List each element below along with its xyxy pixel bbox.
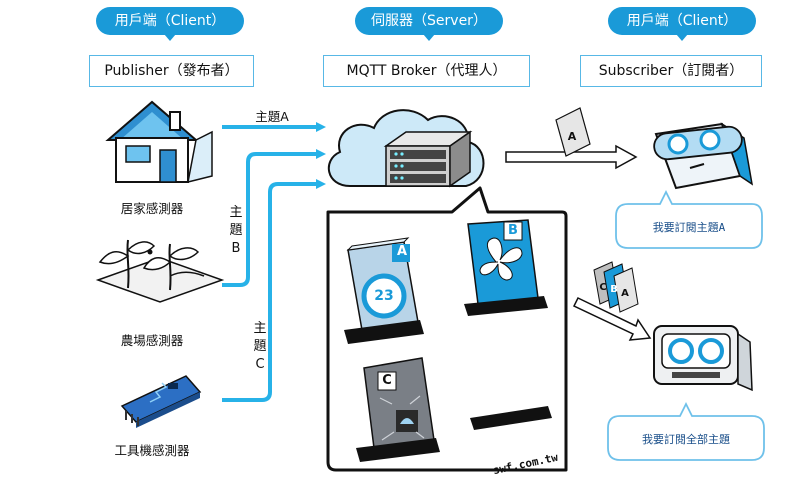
subscriber-label: Subscriber（訂閱者） [580, 55, 762, 87]
broker-label-text: MQTT Broker（代理人） [346, 63, 507, 79]
topic-b-label: 主 題 B [228, 204, 244, 258]
publisher-label: Publisher（發布者） [89, 55, 254, 87]
envelope-a-letter: A [567, 130, 577, 143]
topic-a-card [344, 237, 424, 344]
subscriber-role-text: 用戶端（Client） [626, 13, 738, 29]
publisher-role-pill: 用戶端（Client） [96, 7, 244, 41]
farm-sensor-label: 農場感測器 [120, 333, 184, 348]
message-a-icon [555, 107, 591, 157]
card-a-letter: A [396, 244, 408, 259]
topic-c-arrow [222, 179, 326, 402]
speech-bubble-2 [607, 401, 765, 461]
topic-c-char-1: 主 [253, 321, 267, 336]
empty-shelf [470, 406, 552, 430]
envelope-c-letter: C [599, 282, 607, 293]
delivery-arrow-2 [572, 297, 652, 341]
card-c-letter: C [382, 373, 392, 388]
server-role-pill: 伺服器（Server） [355, 7, 503, 41]
home-sensor-label: 居家感測器 [120, 201, 184, 216]
envelope-b-letter: B [610, 284, 618, 295]
subscriber-role-pill: 用戶端（Client） [608, 7, 756, 41]
message-stack-icon [593, 261, 639, 313]
topic-b-char-3: B [231, 241, 241, 256]
server-rack-icon [383, 130, 473, 188]
broker-label: MQTT Broker（代理人） [323, 55, 530, 87]
speech-bubble-1-text: 我要訂閱主題A [652, 221, 726, 234]
subscriber-robot-1-icon [653, 122, 754, 190]
topic-b-card [464, 219, 548, 316]
topic-c-char-3: C [255, 357, 265, 372]
topic-b-arrow [222, 149, 326, 287]
machine-sensor-label: 工具機感測器 [114, 443, 190, 458]
farm-icon [95, 239, 225, 303]
subscriber-robot-2-icon [653, 325, 753, 392]
delivery-arrow-1 [505, 144, 638, 170]
topic-c-label: 主 題 C [252, 320, 268, 374]
speech-bubble-2-text: 我要訂閱全部主題 [642, 433, 730, 446]
topic-b-char-1: 主 [229, 205, 243, 220]
envelope-a2-letter: A [621, 288, 629, 299]
circuit-board-icon [120, 375, 202, 428]
subscriber-label-text: Subscriber（訂閱者） [598, 63, 744, 79]
topic-c-card [356, 357, 440, 462]
publisher-label-text: Publisher（發布者） [104, 63, 239, 79]
topic-b-char-2: 題 [229, 223, 243, 238]
house-icon [105, 100, 213, 184]
speech-bubble-1 [615, 189, 763, 249]
topic-c-char-2: 題 [253, 339, 267, 354]
card-a-number: 23 [374, 288, 394, 304]
server-role-text: 伺服器（Server） [371, 13, 487, 29]
topic-a-label: 主題A [255, 109, 289, 124]
publisher-role-text: 用戶端（Client） [114, 13, 226, 29]
card-b-letter: B [508, 223, 518, 238]
